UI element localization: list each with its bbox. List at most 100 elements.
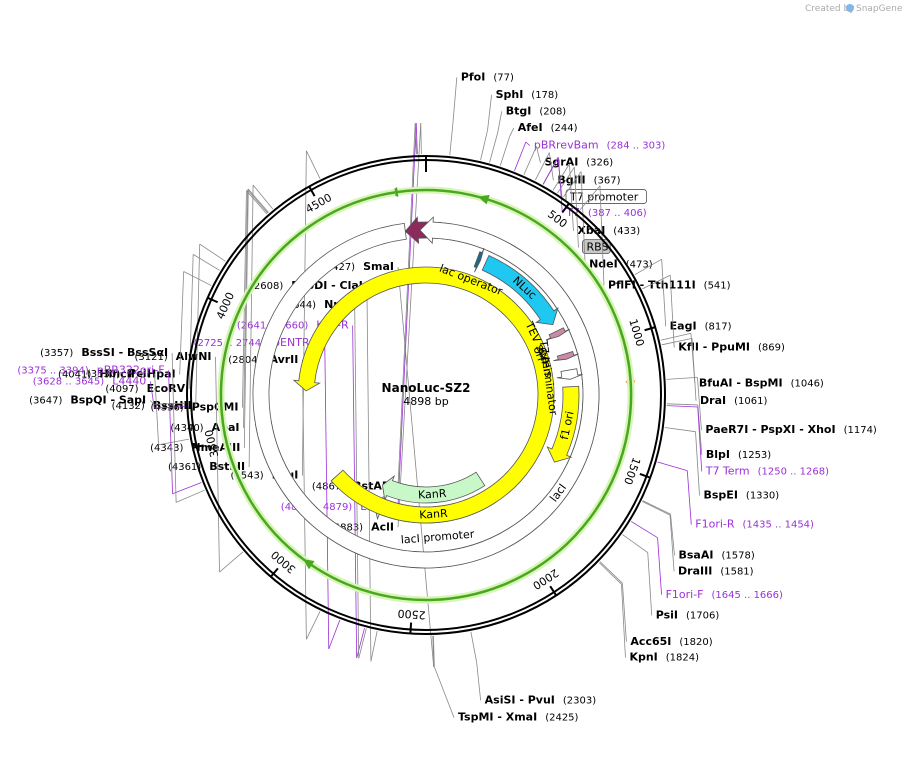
leader-f1ori-r [657, 461, 688, 471]
site-pos-draiii: (1581) [720, 566, 753, 577]
site-name-bsteii: BstEII [209, 460, 245, 473]
site-name-kpni: KpnI [629, 651, 657, 664]
site-f1ori-r: F1ori-R(1435 .. 1454) [695, 518, 814, 531]
site-acc65i: Acc65I(1820) [630, 635, 712, 648]
site-pos-afei: (244) [551, 123, 578, 134]
site-pos-bsaai: (1578) [721, 550, 754, 561]
leader2-asisi-pvui [476, 662, 482, 701]
site-alwni: AlwNI(3121) [134, 350, 211, 363]
site-xbai: XbaI(433) [577, 224, 640, 237]
site-f1ori-f: F1ori-F(1645 .. 1666) [666, 588, 783, 601]
site-name-pbr322ori-f: pBR322ori-F [97, 363, 165, 376]
site-kfli-ppumi: KflI - PpuMI(869) [678, 341, 785, 354]
site-bsssi-bsss-i: BssSI - BssSαI(3357) [40, 346, 168, 359]
feature-label-kanr: KanR [418, 487, 447, 502]
tick-mark-3000 [270, 567, 279, 578]
snapgene-credit: Created by SnapGene [805, 4, 902, 14]
site-pos-bspdi-clai: (2608) [250, 281, 283, 292]
site-psii: PsiI(1706) [656, 609, 720, 622]
leader2-kpni [621, 584, 626, 658]
site-name-pfoi: PfoI [461, 70, 486, 83]
leader-bspdi-clai [370, 630, 378, 662]
leader-blpi [666, 403, 698, 406]
leader-pcii [158, 438, 190, 446]
leader2-bsaai [670, 514, 675, 556]
site-t7-term: T7 Term(1250 .. 1268) [705, 464, 829, 477]
site-pos-asisi-pvui: (2303) [563, 696, 596, 707]
tick-label-2500: 2500 [397, 607, 426, 622]
leader-bspei [664, 427, 696, 433]
site-name-bsshii: BssHII [153, 399, 192, 412]
plasmid-name: NanoLuc-SZ2 [382, 381, 471, 395]
leader2-smai [397, 267, 435, 667]
site-name-tspmi-xmai: TspMI - XmaI [458, 711, 537, 724]
site-t7-promoter: T7 promoter [565, 189, 648, 204]
leader-asisi-pvui [470, 631, 478, 663]
site-name-sphi: SphI [496, 88, 524, 101]
leader-bsssi-bsss-i [175, 489, 205, 503]
leader-paer7i-pspxi-xhoi [666, 376, 698, 380]
feature-tev-site-arrow [545, 327, 570, 341]
leader2-bstapi [397, 123, 416, 487]
site-name-smai: SmaI [363, 260, 394, 273]
site-asisi-pvui: AsiSI - PvuI(2303) [485, 694, 597, 707]
leader-avrii [306, 611, 321, 640]
site-bspei: BspEI(1330) [704, 489, 780, 502]
site-pos-smai: (2427) [322, 262, 355, 273]
feature-kanr-arrow [382, 471, 486, 504]
site-name-sgrai: SgrAI [544, 156, 578, 169]
leader-pfoi [449, 124, 454, 156]
leader2-alwni [215, 356, 220, 573]
site-name-blpi: BlpI [706, 448, 730, 461]
site-pos-f1ori-f: (1645 .. 1666) [712, 590, 784, 601]
feature-label-f1-ori: f1 ori [558, 410, 577, 441]
leader2-bglii [548, 152, 554, 181]
tick-mark-1500 [639, 472, 651, 479]
site-acli: AclI(4883) [330, 520, 394, 533]
site-smai: SmaI (2427) [322, 260, 394, 273]
leader2-xbai [569, 163, 574, 231]
site-bglii: BglII(367) [557, 173, 620, 186]
site-pentr-r: pENTR-R(2725 .. 2744) [194, 336, 321, 349]
leader-kpni [598, 562, 622, 585]
leader-ecorv [192, 254, 220, 271]
leader-pflfi-tth111i [579, 185, 601, 211]
site-pos-pcii: (3530) [87, 369, 120, 380]
site-bspqi-sapi: BspQI - SapI(3647) [29, 394, 146, 407]
outer-arc-head-3 [303, 559, 315, 570]
leader2-bspei [695, 431, 700, 496]
site-box-t7-promoter [565, 189, 648, 204]
leader2-eagi [661, 259, 667, 327]
tick-mark-500 [561, 202, 570, 213]
site-name-avrii: AvrII [269, 353, 298, 366]
leader2-ndei [580, 171, 586, 265]
site-tspmi-xmai: TspMI - XmaI(2425) [458, 711, 579, 724]
site-pos-drai: (1061) [734, 396, 767, 407]
leader-bsaai [642, 500, 671, 515]
site-name-t7-term: T7 Term [705, 464, 750, 477]
leader-kfli-ppumi [642, 274, 671, 290]
snapgene-logo-icon [846, 4, 854, 12]
leader2-ecorv [188, 254, 194, 390]
leader2-draiii [669, 515, 675, 572]
site-pos-l4440: (3628 .. 3645) [33, 376, 105, 387]
feature-label-laci-promoter: lacI promoter [400, 528, 475, 547]
leader-ndei [563, 171, 582, 198]
site-pos-pfoi: (77) [493, 72, 514, 83]
leader-laci-r [415, 123, 418, 155]
feature-nluc-arrow [481, 254, 559, 326]
leader-btgi [489, 132, 499, 163]
leader2-pbrrevbam [525, 141, 531, 146]
site-pos-hincii-hpai: (4041) [58, 370, 91, 381]
site-pos-bfuai-bspmi: (1046) [791, 378, 824, 389]
site-name-pcii: PciI [128, 367, 150, 380]
site-rbs: RBS [582, 239, 611, 255]
site-name-bsaai: BsaAI [679, 548, 714, 561]
leader-bsteii [252, 184, 274, 210]
leader2-pcii [154, 373, 159, 445]
tick-mark-4500 [308, 185, 316, 197]
leader-nrui [358, 628, 367, 659]
leader2-bspdi-clai [366, 285, 372, 662]
feature-ori-arrow [292, 266, 555, 524]
leader2-pbr322ori-f [168, 370, 173, 494]
